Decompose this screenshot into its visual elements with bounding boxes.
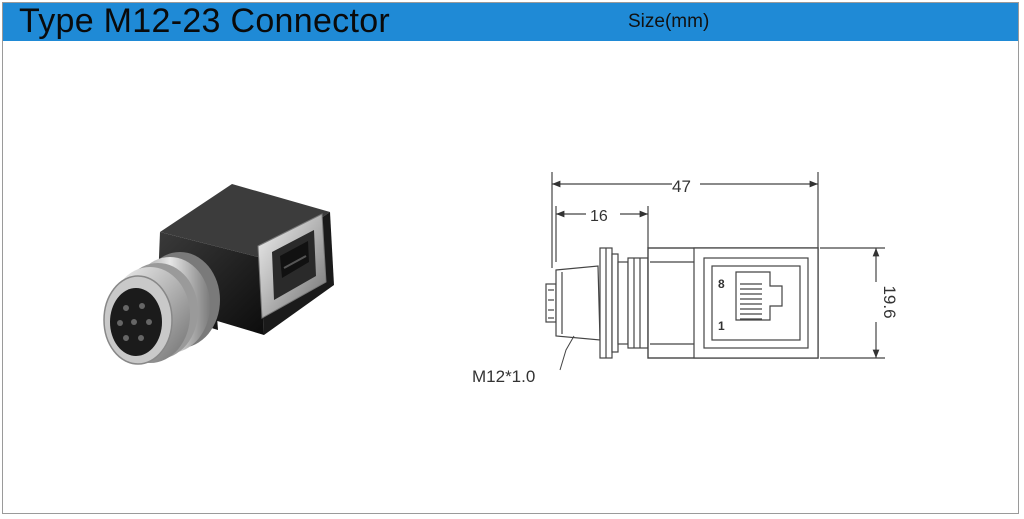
- m12-length-label: 16: [590, 208, 608, 225]
- connector-photo: [103, 184, 334, 365]
- pin-8-label: 8: [718, 277, 725, 291]
- content-frame: [2, 2, 1019, 514]
- pin-1-label: 1: [718, 319, 725, 333]
- thread-label: M12*1.0: [472, 367, 535, 386]
- header-bar: Type M12-23 Connector Size(mm): [3, 2, 1018, 41]
- overall-length-label: 47: [672, 177, 691, 196]
- size-unit-label: Size(mm): [628, 11, 710, 32]
- dimension-drawing: [545, 172, 885, 371]
- height-label: 19.6: [880, 285, 899, 318]
- page-title: Type M12-23 Connector: [19, 2, 391, 40]
